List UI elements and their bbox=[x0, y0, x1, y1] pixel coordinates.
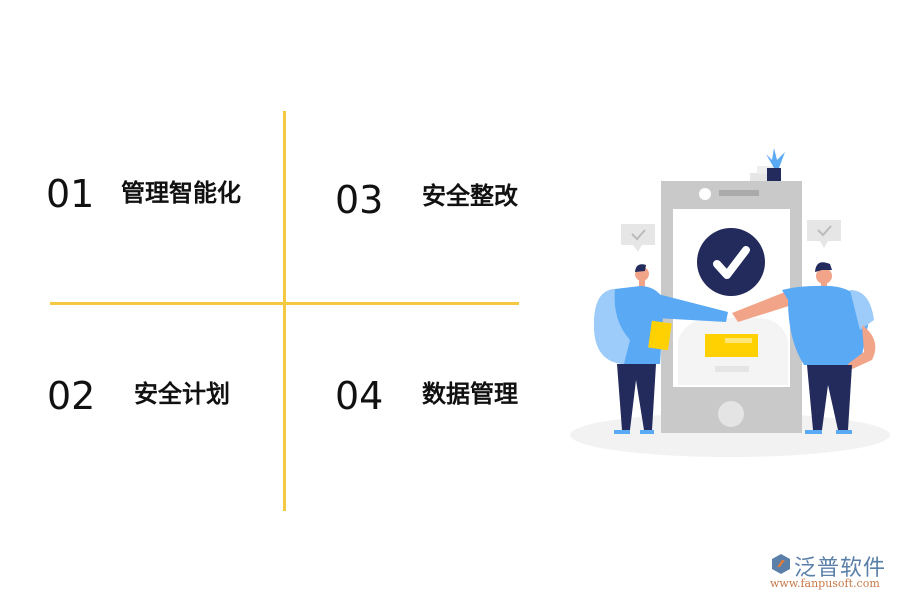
yellow-card bbox=[705, 334, 758, 357]
person-right bbox=[732, 262, 876, 434]
person-left bbox=[594, 264, 728, 434]
item-number: 03 bbox=[335, 178, 384, 222]
divider-horizontal bbox=[50, 302, 519, 305]
item-number: 04 bbox=[335, 374, 384, 418]
item-label: 数据管理 bbox=[422, 380, 518, 408]
plant-icon bbox=[766, 148, 785, 181]
item-number: 01 bbox=[46, 172, 95, 216]
item-number: 02 bbox=[47, 374, 96, 418]
logo-url: www.fanpusoft.com bbox=[770, 577, 880, 590]
speech-bubble-check-right bbox=[807, 220, 841, 248]
fanpusoft-logo: 泛普软件 www.fanpusoft.com bbox=[768, 550, 896, 594]
item-label: 管理智能化 bbox=[121, 179, 241, 207]
checkmark-icon bbox=[697, 228, 765, 296]
teamwork-illustration bbox=[570, 148, 890, 457]
item-label: 安全计划 bbox=[134, 380, 230, 408]
logo-mark-icon bbox=[772, 554, 790, 574]
item-label: 安全整改 bbox=[422, 182, 518, 210]
logo-name: 泛普软件 bbox=[794, 556, 887, 581]
speech-bubble-check-left bbox=[621, 224, 655, 252]
divider-vertical bbox=[283, 111, 286, 511]
